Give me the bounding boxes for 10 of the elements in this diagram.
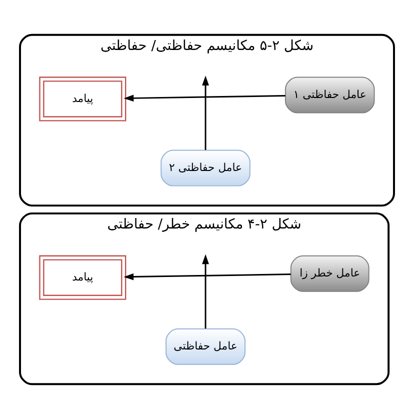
arrow <box>202 254 209 328</box>
node-box: عامل حفاظتی ۲ <box>160 149 250 186</box>
node-box: پیامد <box>39 76 126 121</box>
node-box: عامل حفاظتی <box>166 328 246 364</box>
arrow <box>124 272 291 280</box>
arrow <box>124 94 286 102</box>
arrow <box>202 75 209 150</box>
node-box: پیامد <box>39 254 126 300</box>
node-box: عامل خطر زا <box>290 254 370 292</box>
node-box: عامل حفاظتی ۱ <box>284 76 375 113</box>
